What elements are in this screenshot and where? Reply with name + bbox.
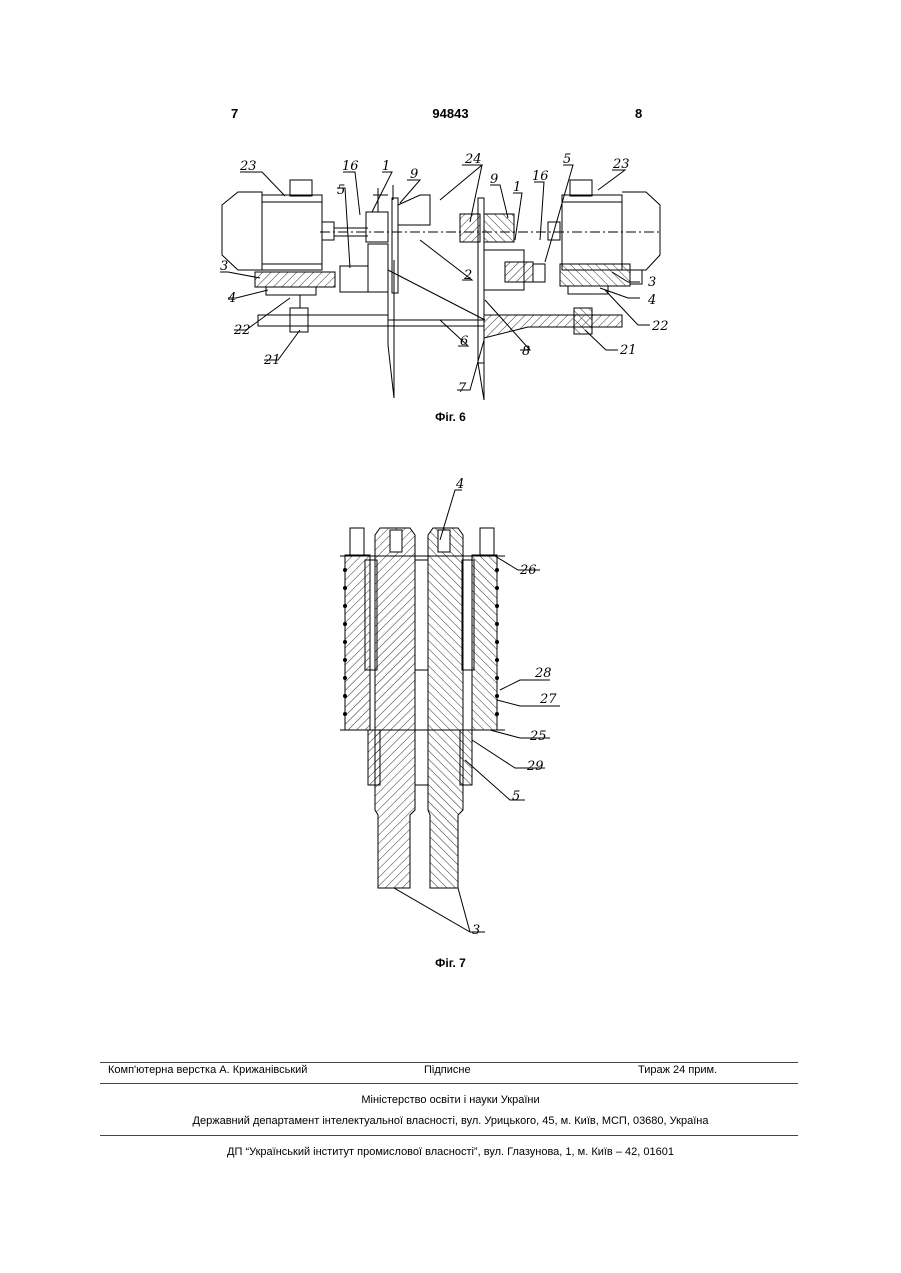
fig7-label: 28 — [534, 666, 552, 681]
fig6-label: 7 — [458, 381, 467, 396]
publisher-line: ДП “Український інститут промислової вла… — [0, 1146, 901, 1158]
imprint-rule-bottom — [100, 1135, 798, 1136]
circulation: Тираж 24 прим. — [638, 1064, 717, 1076]
fig6-label: 3 — [648, 275, 656, 290]
fig6-label: 23 — [239, 159, 257, 174]
fig6-label: 6 — [460, 334, 468, 349]
fig6-label: 21 — [619, 343, 637, 358]
figure-6-caption: Фіг. 6 — [0, 410, 901, 424]
fig6-label: 3 — [220, 259, 228, 274]
fig6-label: 1 — [513, 180, 521, 195]
fig6-label: 9 — [490, 172, 498, 187]
imprint-rule-top — [100, 1062, 798, 1063]
layout-credit: Комп'ютерна верстка А. Крижанівський — [108, 1064, 307, 1076]
figure-6-drawing — [220, 165, 660, 400]
fig6-label: 16 — [532, 169, 549, 184]
fig6-label: 9 — [410, 167, 418, 182]
fig6-label: 21 — [263, 353, 281, 368]
fig7-label: 4 — [455, 477, 464, 492]
fig6-label: 1 — [382, 159, 390, 174]
department-line: Державний департамент інтелектуальної вл… — [0, 1115, 901, 1127]
fig6-label: 4 — [647, 293, 656, 308]
fig6-label: 5 — [563, 152, 571, 167]
fig7-label: 26 — [519, 563, 537, 578]
imprint-rule-middle — [100, 1083, 798, 1084]
fig6-label: 5 — [337, 183, 345, 198]
signed-note: Підписне — [424, 1064, 471, 1076]
fig6-label: 8 — [522, 344, 530, 359]
fig7-label: 27 — [539, 692, 557, 707]
fig7-label: 5 — [512, 789, 520, 804]
fig7-label: 25 — [529, 729, 547, 744]
figure-7-drawing — [340, 490, 560, 932]
fig6-label: 16 — [342, 159, 359, 174]
fig6-label: 24 — [464, 152, 482, 167]
fig7-label: 29 — [526, 759, 544, 774]
fig6-label: 22 — [651, 319, 669, 334]
fig6-label: 22 — [233, 323, 251, 338]
fig6-label: 23 — [612, 157, 630, 172]
fig6-label: 4 — [227, 291, 236, 306]
figure-7-labels: 4 26 28 27 25 29 5 3 — [455, 477, 557, 938]
figure-7-caption: Фіг. 7 — [0, 956, 901, 970]
ministry-line: Міністерство освіти і науки України — [0, 1094, 901, 1106]
fig7-label: 3 — [472, 923, 480, 938]
